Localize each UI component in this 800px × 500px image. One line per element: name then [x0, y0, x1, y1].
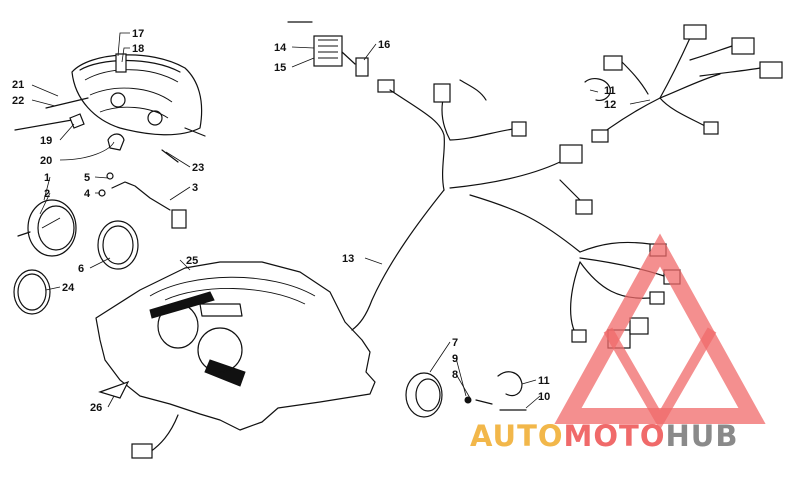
callout-11a: 11	[604, 85, 616, 97]
callout-20: 20	[40, 155, 52, 167]
callout-11b: 11	[538, 375, 550, 387]
callout-18: 18	[132, 43, 144, 55]
leader-lines	[31, 32, 651, 409]
callout-21: 21	[12, 79, 24, 91]
watermark-logo: AUTOMOTOHUB	[470, 233, 766, 453]
callout-15: 15	[274, 62, 286, 74]
callout-24: 24	[62, 282, 75, 294]
dash-console	[95, 261, 376, 459]
wiring-harness	[351, 79, 593, 331]
callout-17: 17	[132, 28, 144, 40]
callout-14: 14	[274, 42, 287, 54]
callout-5: 5	[84, 172, 90, 184]
harness-branch-upper	[584, 24, 783, 143]
callout-3: 3	[192, 182, 198, 194]
regulator	[287, 21, 395, 93]
callout-19: 19	[40, 135, 52, 147]
tachometer-assembly	[405, 371, 527, 418]
callout-13: 13	[342, 253, 354, 265]
gauge-assembly	[13, 172, 187, 315]
callout-25: 25	[186, 255, 198, 267]
callout-labels: 17 18 21 22 19 20 23 1 2 5 4 3 6 24 25 2…	[12, 28, 616, 414]
svg-text:AUTOMOTOHUB: AUTOMOTOHUB	[470, 419, 738, 453]
callout-23: 23	[192, 162, 204, 174]
callout-7: 7	[452, 337, 458, 349]
callout-4: 4	[84, 188, 91, 200]
callout-6: 6	[78, 263, 84, 275]
callout-22: 22	[12, 95, 24, 107]
callout-16: 16	[378, 39, 390, 51]
watermark-word-hub: HUB	[666, 419, 739, 453]
watermark-word-moto: MOTO	[564, 419, 666, 453]
callout-12: 12	[604, 99, 616, 111]
callout-8: 8	[452, 369, 458, 381]
callout-10: 10	[538, 391, 550, 403]
watermark-word-auto: AUTO	[470, 419, 564, 453]
callout-2: 2	[44, 188, 50, 200]
callout-26: 26	[90, 402, 102, 414]
callout-1: 1	[44, 172, 50, 184]
callout-9: 9	[452, 353, 458, 365]
